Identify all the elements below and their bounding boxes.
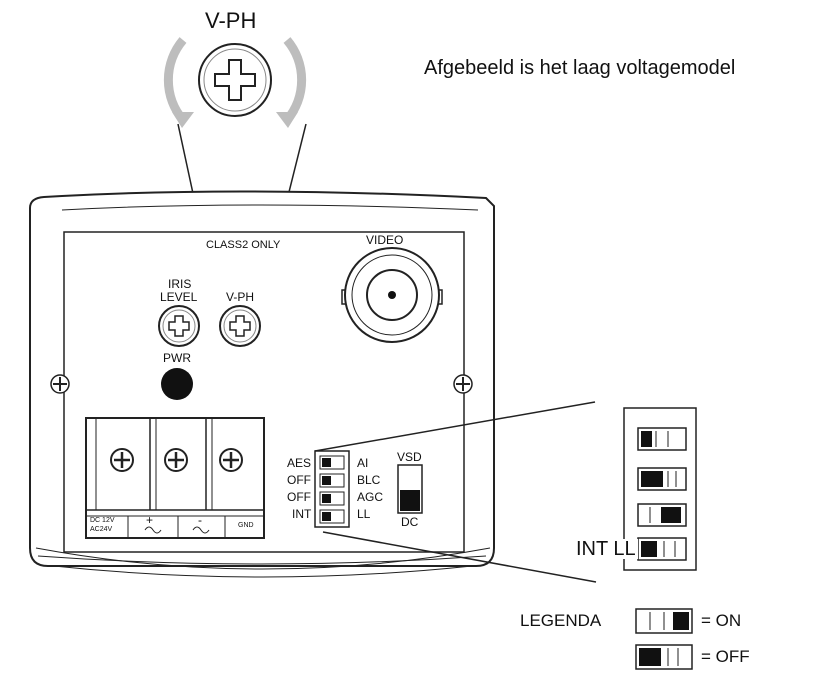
legend-off-label: = OFF (701, 647, 750, 666)
dip-switch-block (314, 450, 350, 528)
iris-label-line2: LEVEL (160, 290, 198, 304)
pwr-label: PWR (163, 351, 191, 365)
legend-on-switch (635, 608, 693, 634)
vph-pot (219, 305, 261, 347)
dip-switch-2 (319, 473, 345, 488)
side-screw-left (50, 374, 70, 394)
pwr-led (161, 368, 193, 400)
switch-left-label-4: INT (292, 507, 312, 521)
dc-label: DC (401, 515, 419, 529)
terminal-plus-label: + (146, 513, 154, 527)
legend-title: LEGENDA (520, 611, 602, 630)
vsd-label: VSD (397, 450, 422, 464)
legend-off-switch (635, 644, 693, 670)
callout-line-top (314, 401, 596, 452)
dip-switch-4 (319, 509, 345, 524)
callout-switch-2 (637, 467, 687, 491)
video-connector (341, 247, 443, 343)
zoom-vph-label: V-PH (205, 8, 257, 33)
legend-on-label: = ON (701, 611, 742, 630)
terminal-dc-label: DC 12V (90, 517, 115, 524)
terminal-block (85, 417, 265, 539)
switch-left-label-1: AES (287, 456, 312, 470)
terminal-screw-1 (110, 448, 134, 472)
switch-left-label-3: OFF (287, 490, 311, 504)
class2-label: CLASS2 ONLY (206, 239, 281, 251)
terminal-minus-label: - (198, 513, 202, 527)
terminal-screw-2 (164, 448, 188, 472)
video-label: VIDEO (366, 233, 404, 247)
callout-line-bottom (322, 531, 597, 583)
switch-right-label-1: AI (357, 456, 369, 470)
dip-switch-3 (319, 491, 345, 506)
terminal-screw-3 (219, 448, 243, 472)
switch-right-label-4: LL (357, 507, 371, 521)
switch-right-label-3: AGC (357, 490, 384, 504)
switch-left-label-2: OFF (287, 473, 311, 487)
callout-switch-1 (637, 427, 687, 451)
iris-level-pot (158, 305, 200, 347)
callout-switch-4 (637, 537, 687, 561)
terminal-ac-label: AC24V (90, 526, 113, 533)
zoom-screw (163, 37, 307, 128)
vph-label: V-PH (226, 290, 255, 304)
iris-label-line1: IRIS (168, 277, 192, 291)
dip-switch-1 (319, 455, 345, 470)
caption: Afgebeeld is het laag voltagemodel (424, 57, 736, 79)
vsd-dc-switch (397, 464, 423, 514)
callout-int-ll-label: INT LL (576, 538, 638, 560)
callout-switch-3 (637, 503, 687, 527)
switch-right-label-2: BLC (357, 473, 381, 487)
side-screw-right (453, 374, 473, 394)
terminal-gnd-label: GND (238, 522, 254, 529)
